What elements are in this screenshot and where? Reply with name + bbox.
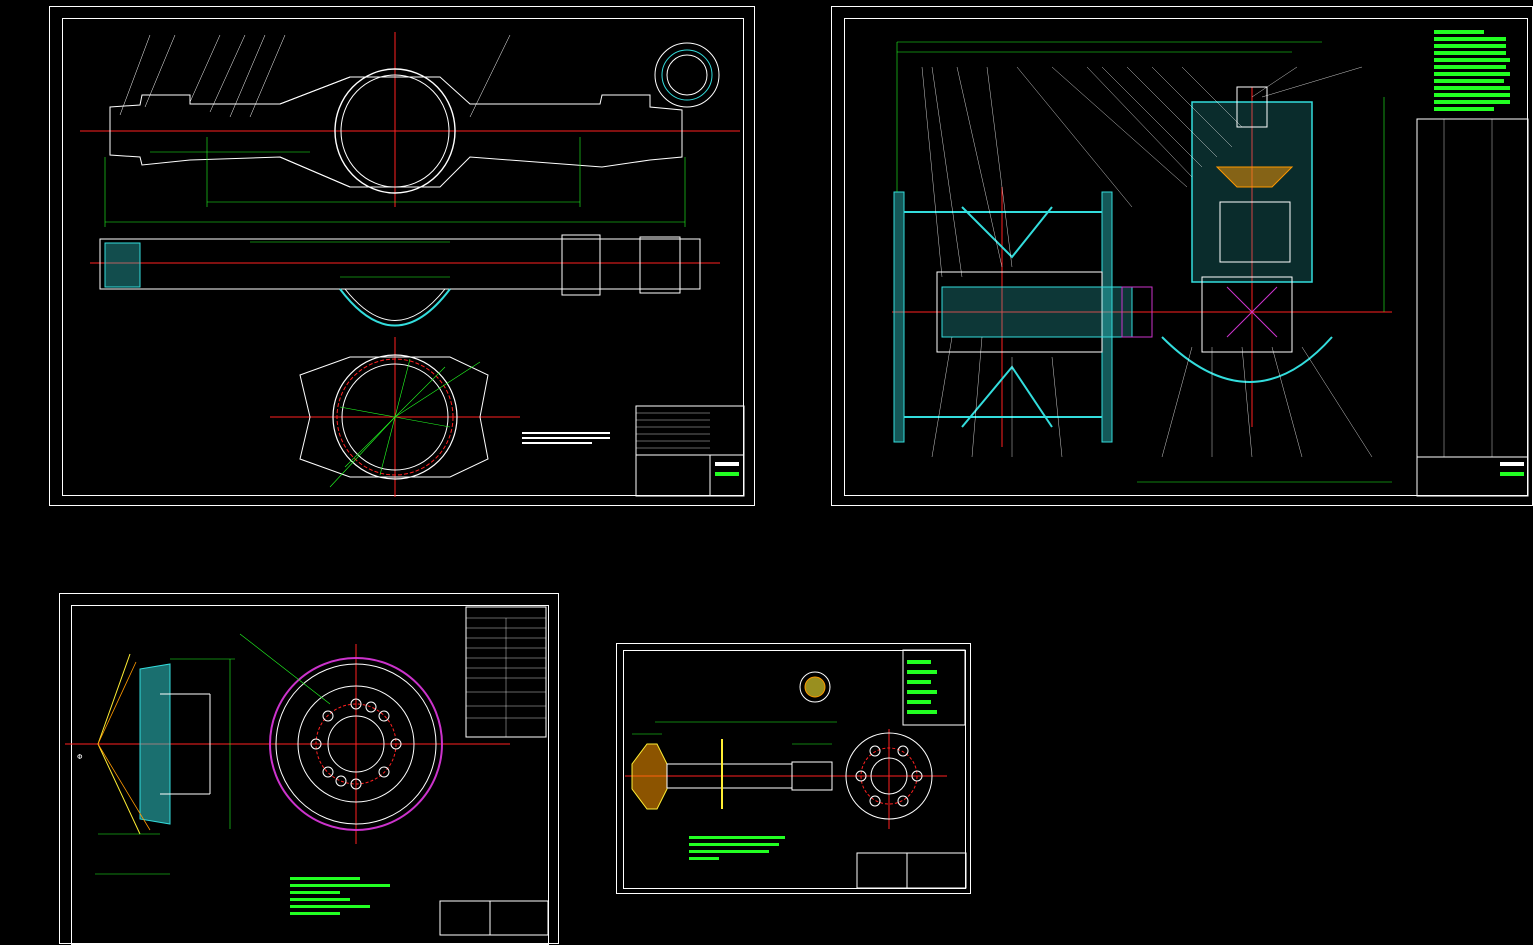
half-shaft-graphic — [625, 649, 967, 889]
axle-housing-frame — [62, 18, 744, 496]
final-drive-sheet[interactable] — [831, 6, 1533, 506]
bevel-gear-sheet[interactable]: Φ — [59, 593, 559, 945]
axle-housing-sheet[interactable] — [49, 6, 755, 506]
half-shaft-sheet[interactable] — [616, 643, 971, 894]
half-shaft-frame — [623, 650, 966, 889]
axle-housing-graphic — [80, 32, 745, 497]
datum-mark-label: Φ — [77, 753, 83, 761]
final-drive-graphic — [892, 30, 1529, 497]
bevel-gear-graphic — [65, 606, 549, 936]
